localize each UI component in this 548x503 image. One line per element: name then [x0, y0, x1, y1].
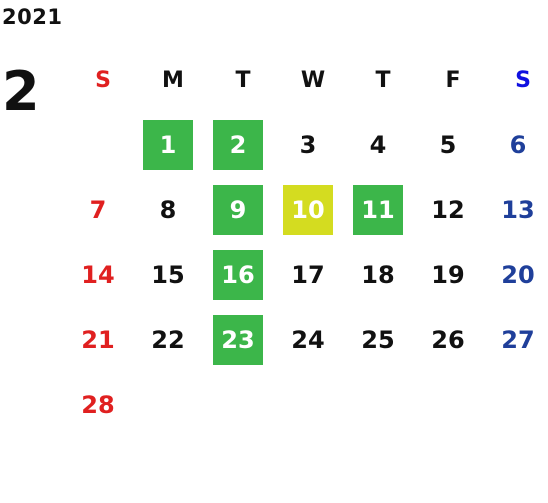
calendar-day-25[interactable]: 25	[361, 326, 395, 354]
month-number: 2	[2, 60, 40, 123]
calendar-day-4[interactable]: 4	[369, 131, 387, 159]
calendar-day-14[interactable]: 14	[81, 261, 115, 289]
weekday-header-thu: T	[375, 68, 391, 93]
calendar-day-3[interactable]: 3	[299, 131, 317, 159]
weekday-header-mon: M	[162, 68, 184, 93]
calendar-day-15[interactable]: 15	[151, 261, 185, 289]
calendar-day-28[interactable]: 28	[81, 391, 115, 419]
calendar-day-9[interactable]: 9	[213, 185, 263, 235]
calendar-day-12[interactable]: 12	[431, 196, 465, 224]
calendar-day-19[interactable]: 19	[431, 261, 465, 289]
calendar-day-21[interactable]: 21	[81, 326, 115, 354]
calendar-day-8[interactable]: 8	[159, 196, 177, 224]
calendar-day-16[interactable]: 16	[213, 250, 263, 300]
calendar-day-6[interactable]: 6	[509, 131, 527, 159]
calendar-day-1[interactable]: 1	[143, 120, 193, 170]
calendar-day-23[interactable]: 23	[213, 315, 263, 365]
calendar-day-18[interactable]: 18	[361, 261, 395, 289]
calendar-day-2[interactable]: 2	[213, 120, 263, 170]
calendar-day-17[interactable]: 17	[291, 261, 325, 289]
weekday-header-wed: W	[300, 68, 326, 93]
calendar-day-7[interactable]: 7	[89, 196, 107, 224]
weekday-header-sun: S	[95, 68, 111, 93]
calendar-day-10[interactable]: 10	[283, 185, 333, 235]
weekday-header-sat: S	[515, 68, 531, 93]
calendar-day-27[interactable]: 27	[501, 326, 535, 354]
calendar-day-11[interactable]: 11	[353, 185, 403, 235]
weekday-header-fri: F	[445, 68, 461, 93]
calendar-day-22[interactable]: 22	[151, 326, 185, 354]
weekday-header-tue: T	[235, 68, 251, 93]
calendar-day-24[interactable]: 24	[291, 326, 325, 354]
calendar-day-13[interactable]: 13	[501, 196, 535, 224]
calendar-day-20[interactable]: 20	[501, 261, 535, 289]
calendar-day-26[interactable]: 26	[431, 326, 465, 354]
year-label: 2021	[2, 5, 63, 29]
calendar-day-5[interactable]: 5	[439, 131, 457, 159]
